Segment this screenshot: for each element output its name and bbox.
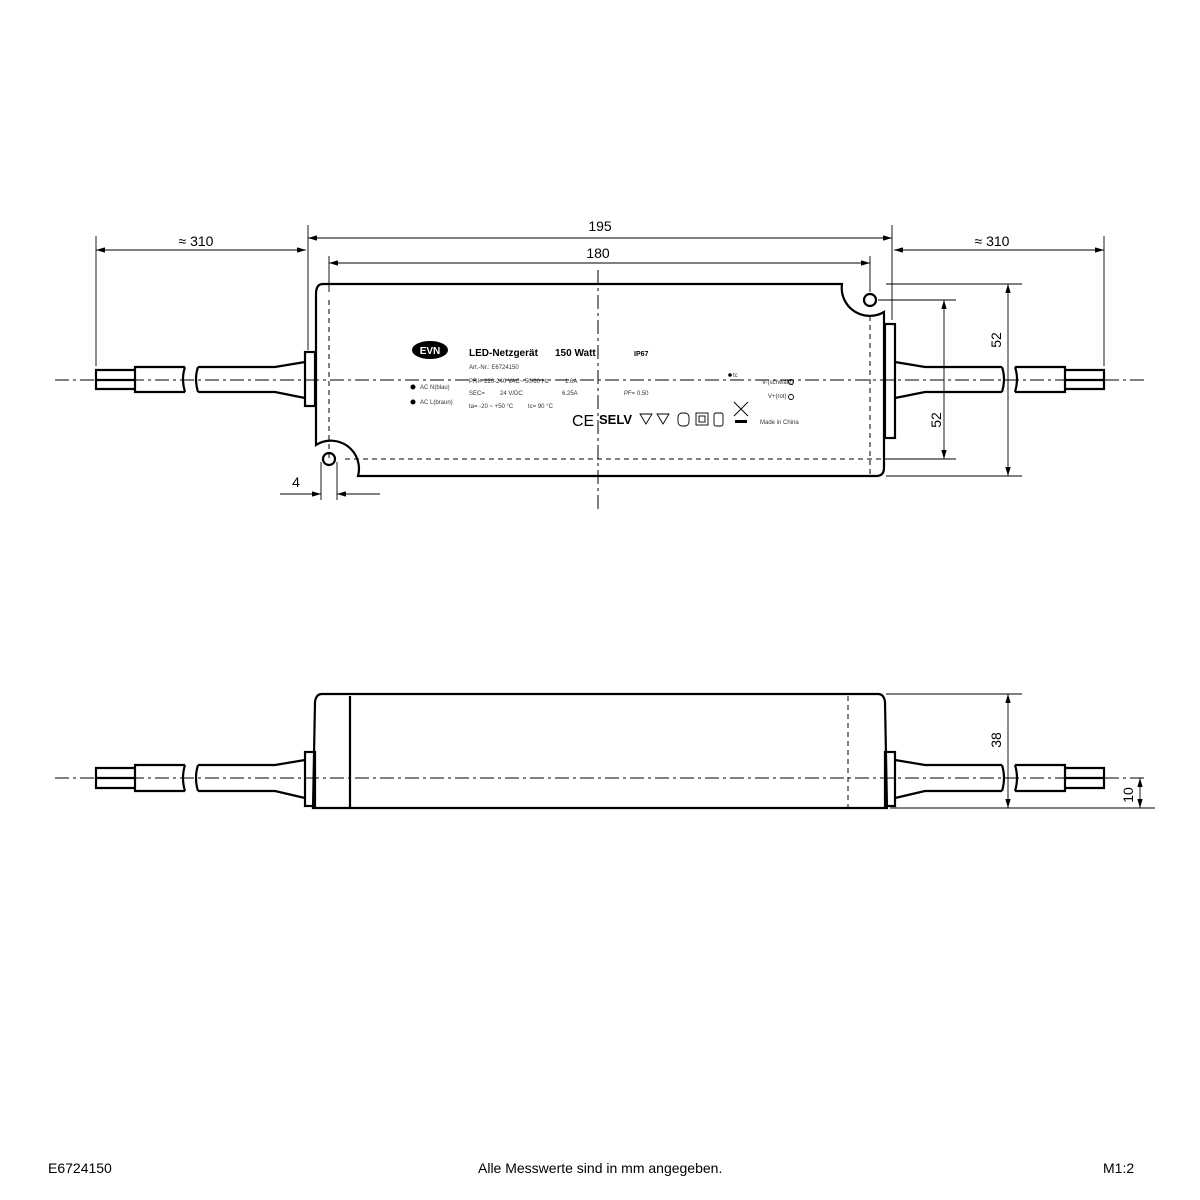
svg-text:tc: tc [733,373,738,379]
svg-text:1.6A: 1.6A [565,379,577,385]
dim-width-holes: 52 [928,412,944,428]
svg-text:SELV: SELV [599,412,632,427]
dim-width-outer: 52 [988,332,1004,348]
svg-text:CE: CE [572,413,594,430]
svg-text:150 Watt: 150 Watt [555,348,596,359]
dim-cable-left: ≈ 310 [179,233,214,249]
svg-text:PRI= 220-240 VAC~ 50/60 Hz: PRI= 220-240 VAC~ 50/60 Hz [469,379,549,385]
footer-article: E6724150 [48,1160,112,1176]
svg-text:AC N(blau): AC N(blau) [420,385,450,391]
top-view: 195 180 ≈ 310 ≈ 310 52 52 4 EVN LED-Netz… [55,218,1145,510]
side-view: 38 10 [55,692,1155,810]
mounting-hole [862,292,878,308]
svg-text:AC L(braun): AC L(braun) [420,400,453,406]
housing-outline [314,282,886,478]
footer-note: Alle Messwerte sind in mm angegeben. [478,1160,723,1176]
housing-side-outline [311,692,889,810]
svg-text:PF= 0.50: PF= 0.50 [624,391,649,397]
right-cable [894,360,1106,400]
svg-text:24 V/DC: 24 V/DC [500,391,523,397]
dim-total-length: 195 [588,218,612,234]
left-cable [94,360,306,400]
svg-text:tc= 90 °C: tc= 90 °C [528,404,554,410]
svg-text:V-(schwarz): V-(schwarz) [762,380,794,386]
product-label: EVN LED-Netzgerät 150 Watt IP67 Art.-Nr.… [410,341,799,430]
svg-text:V+(rot): V+(rot) [768,394,787,400]
svg-text:Art.-Nr.: E6724150: Art.-Nr.: E6724150 [469,365,519,371]
dim-hole-spacing: 180 [586,245,610,261]
footer-scale: M1:2 [1103,1160,1135,1176]
svg-text:Made in China: Made in China [760,420,799,426]
dim-height: 38 [988,732,1004,748]
svg-text:EVN: EVN [420,346,441,357]
svg-text:6.25A: 6.25A [562,391,578,397]
svg-text:LED-Netzgerät: LED-Netzgerät [469,348,539,359]
dim-cable-height: 10 [1120,787,1136,803]
svg-text:SEC=: SEC= [469,391,485,397]
svg-text:ta= -20 ~ +50 °C: ta= -20 ~ +50 °C [469,404,514,410]
dim-cable-right: ≈ 310 [975,233,1010,249]
svg-text:IP67: IP67 [634,351,649,358]
evn-logo [412,341,448,359]
dim-hole-offset: 4 [292,474,300,490]
